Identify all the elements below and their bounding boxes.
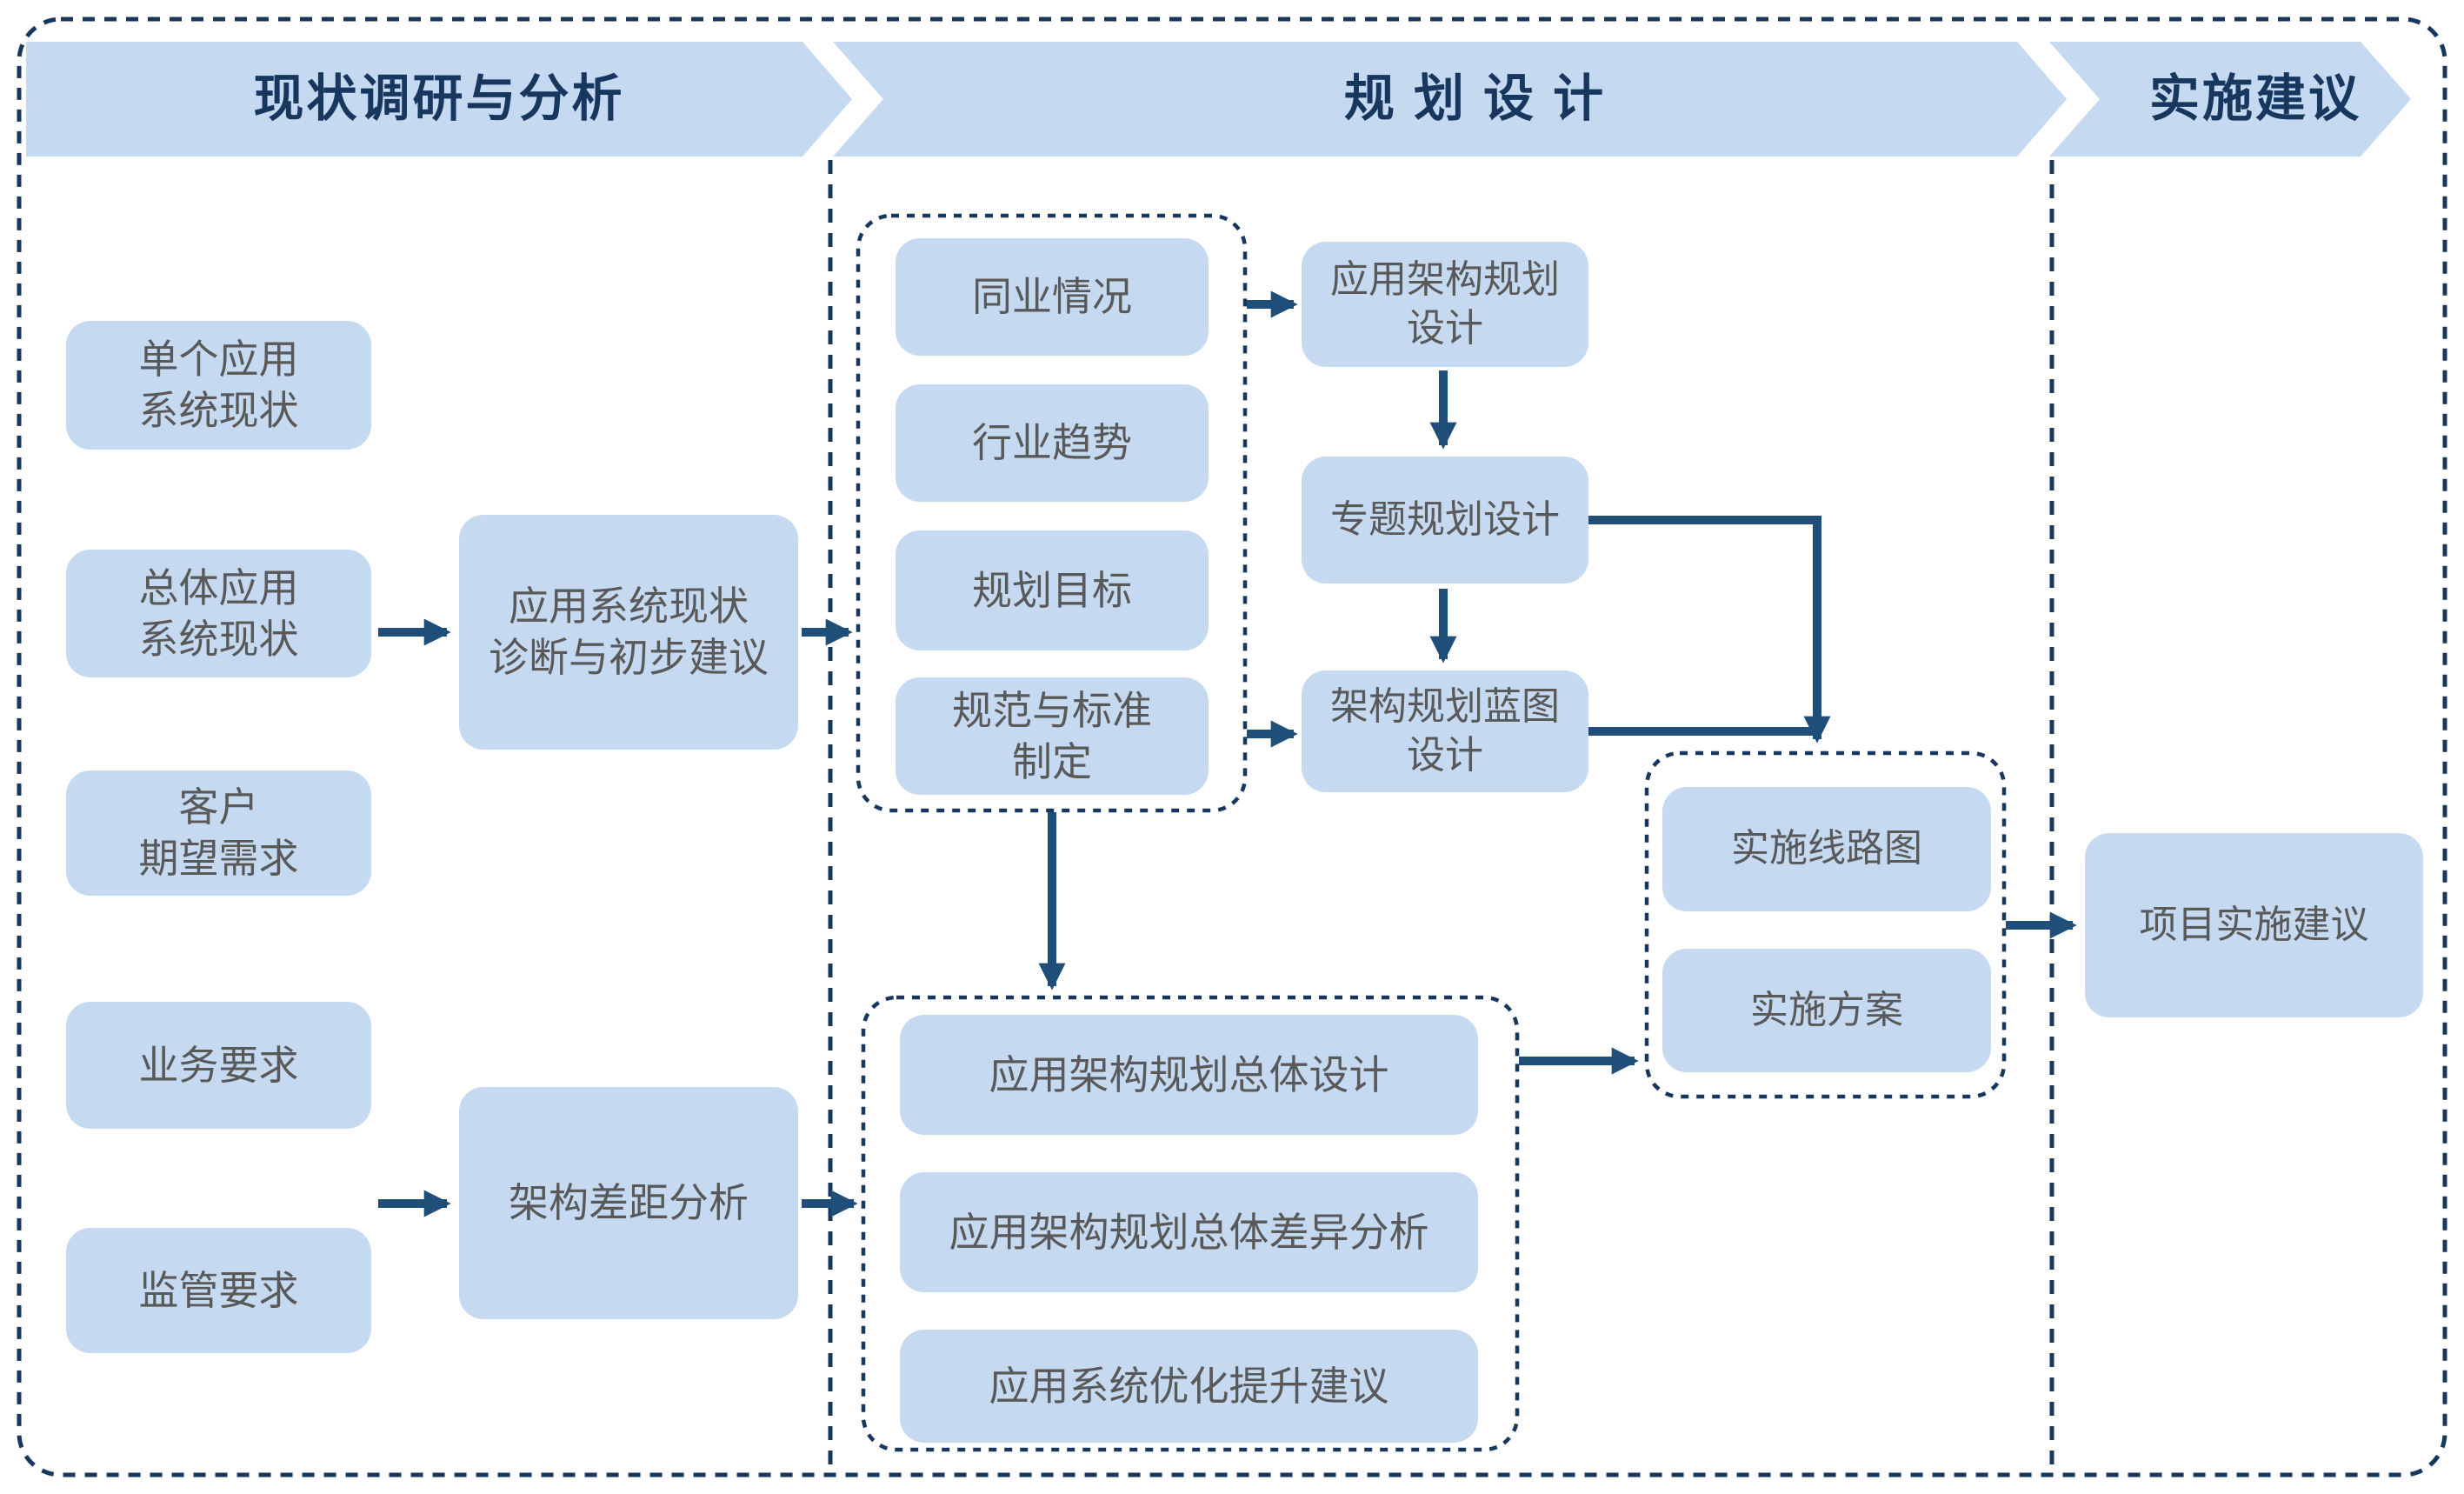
box-planning-goal: 规划目标: [896, 530, 1209, 650]
box-business-requirements: 业务要求: [66, 1002, 371, 1129]
phase-title-implementation: 实施建议: [2148, 70, 2361, 128]
box-implementation-roadmap: 实施线路图: [1662, 787, 1991, 911]
box-special-planning-design: 专题规划设计: [1302, 457, 1588, 584]
box-status-diagnosis: 应用系统现状 诊断与初步建议: [459, 515, 798, 750]
box-overall-arch-design: 应用架构规划总体设计: [900, 1015, 1478, 1135]
box-overall-diff-analysis: 应用架构规划总体差异分析: [900, 1172, 1478, 1292]
outer-dotted-border: [17, 17, 2447, 1477]
box-peer-situation: 同业情况: [896, 238, 1209, 356]
implementation-group-container: [1644, 750, 2007, 1099]
box-customer-needs: 客户 期望需求: [66, 770, 371, 896]
elbow-special-to-implementation: [1588, 516, 1831, 744]
box-single-app-status: 单个应用 系统现状: [66, 321, 371, 450]
box-system-optimization-suggestion: 应用系统优化提升建议: [900, 1330, 1478, 1443]
box-blueprint-design: 架构规划蓝图 设计: [1302, 670, 1588, 792]
box-implementation-plan: 实施方案: [1662, 949, 1991, 1072]
box-standards-setting: 规范与标准 制定: [896, 677, 1209, 795]
phase-title-survey: 现状调研与分析: [253, 70, 625, 128]
research-group-container: [856, 213, 1248, 813]
phase-chevron-3: [2049, 42, 2411, 157]
phase-title-planning: 规 划 设 计: [1343, 70, 1607, 128]
box-industry-trend: 行业趋势: [896, 384, 1209, 502]
box-architecture-gap-analysis: 架构差距分析: [459, 1087, 798, 1319]
overall-design-group-container: [861, 995, 1520, 1452]
box-overall-app-status: 总体应用 系统现状: [66, 550, 371, 677]
box-app-architecture-design: 应用架构规划 设计: [1302, 242, 1588, 367]
phase-chevron-1: [26, 42, 852, 157]
box-project-implementation-suggestion: 项目实施建议: [2085, 833, 2423, 1017]
phase-chevron-2: [833, 42, 2067, 157]
box-regulatory-requirements: 监管要求: [66, 1228, 371, 1353]
